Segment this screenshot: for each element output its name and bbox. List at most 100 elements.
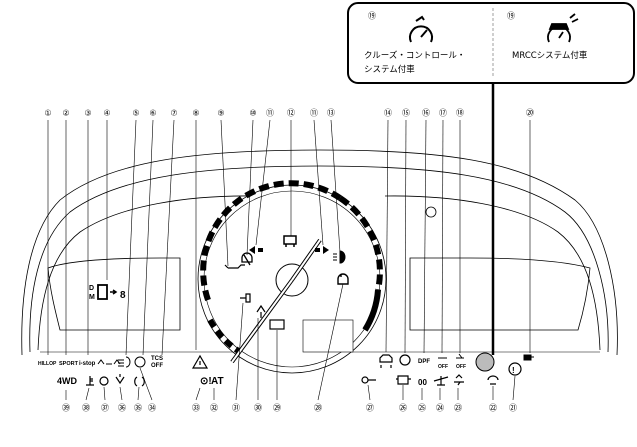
rear-fog-icon [134,376,145,387]
cruise-control-icon [409,15,433,43]
label-4: ④ [103,109,110,118]
label-31: ㉛ [232,404,240,413]
label-13: ⑬ [327,109,335,118]
indicator-19-dot [475,352,495,372]
at-warning-icon-char: ⊙! [200,376,212,387]
trip-knob [425,206,437,218]
label-23: ㉓ [454,404,462,413]
turn-left-icon [249,246,263,254]
callout-number-right: ⑲ [507,12,515,21]
seatbelt-icon [241,252,253,266]
airbag-icon [256,304,266,318]
label-7: ⑦ [170,109,177,118]
label-5: ⑤ [132,109,139,118]
label-24: ㉔ [436,404,444,413]
label-29: ㉙ [273,404,281,413]
label-12: ⑫ [287,109,295,118]
dpf-label: DPF [418,359,430,365]
blind-spot-icon [454,374,464,386]
lane-icon [433,376,449,386]
label-14: ⑭ [384,109,392,118]
master-warning-icon [191,354,209,369]
callout-number-left: ⑲ [368,12,376,21]
label-6: ⑥ [149,109,156,118]
callout-text-left-2: システム付車 [364,64,415,75]
skid-icon [379,354,393,368]
label-25: ㉕ [418,404,426,413]
gear-digit-box [97,284,108,300]
label-39: ㊴ [62,404,70,413]
tcs-off-label-top: TCS [151,356,163,362]
label-3: ③ [84,109,91,118]
label-33: ㉝ [192,404,200,413]
gear-value-digit: 8 [120,290,126,301]
battery-icon [269,319,285,330]
leader-lines [47,119,531,401]
center-display [302,319,354,353]
label-10: ⑩ [249,109,256,118]
seatbelt-passenger-icon [115,374,125,385]
high-beam-icon [333,250,346,264]
off-label-2: OFF [456,364,466,370]
istop-label: i-stop [79,361,96,367]
bottom-number-labels: ㊴ ㊳ ㊲ ㊱ ㉟ ㉞ ㉝ ㉜ ㉛ ㉚ ㉙ ㉘ ㉗ ㉖ ㉕ ㉔ ㉓ ㉒ ㉑ [62,404,517,413]
top-number-labels: ① ② ③ ④ ⑤ ⑥ ⑦ ⑧ ⑨ ⑩ ⑪ ⑫ ⑪ ⑬ ⑭ ⑮ ⑯ ⑰ ⑱ ⑳ [44,109,534,118]
label-36: ㊱ [118,404,126,413]
label-21: ㉑ [509,404,517,413]
callout-text-left-1: クルーズ・コントロール・ [364,50,465,61]
fog-light-icon [118,356,131,368]
label-35: ㉟ [134,404,142,413]
auto-headlight-icon [134,356,146,368]
engine-check-icon [396,375,411,385]
4wd-label: 4WD [57,376,78,386]
label-8: ⑧ [192,109,199,118]
tpms-mark: ! [512,366,515,375]
gear-m-label: M [89,294,95,301]
headlight-icon [97,359,121,365]
brake-icon [487,375,499,385]
callout-box: ⑲ ⑲ クルーズ・コントロール・ システム付車 MRCCシステム付車 [347,2,635,84]
charging-plug-icon [240,293,251,303]
label-34: ㉞ [148,404,156,413]
tachometer [197,180,437,374]
turn-right-icon [315,246,329,254]
tcs-off-label-bottom: OFF [151,363,163,369]
label-38: ㊳ [82,404,90,413]
coolant-temp-icon [86,376,94,386]
label-37: ㊲ [101,404,109,413]
callout-text-right: MRCCシステム付車 [512,50,588,61]
door-icon [337,273,349,285]
off-label-1: OFF [438,364,448,370]
oo-label: 00 [418,378,427,387]
label-27: ㉗ [366,404,374,413]
hillop-label: HILLOP [38,361,57,367]
label-9: ⑨ [217,109,224,118]
front-car-icon [283,235,297,247]
label-30: ㉚ [254,404,262,413]
label-15: ⑮ [402,109,410,118]
label-32: ㉜ [210,404,218,413]
label-20: ⑳ [526,109,534,118]
sport-label: SPORT [59,361,79,367]
label-16: ⑯ [422,109,430,118]
label-18: ⑱ [456,109,464,118]
mrcc-icon [547,13,579,43]
fuel-icon [523,354,534,361]
cluster-outline [21,149,618,356]
tpms-icon [508,362,522,376]
abs-icon [399,354,411,366]
label-1: ① [44,109,51,118]
gear-d-label: D [89,285,94,292]
label-17: ⑰ [439,109,447,118]
at-label: AT [211,376,224,387]
bulb-icon [99,376,109,386]
label-11-left: ⑪ [266,109,274,118]
label-26: ㉖ [399,404,407,413]
label-11-right: ⑪ [310,109,318,118]
oil-pressure-icon [224,264,245,269]
key-icon [361,376,376,384]
label-2: ② [62,109,69,118]
label-28: ㉘ [314,404,322,413]
label-22: ㉒ [489,404,497,413]
